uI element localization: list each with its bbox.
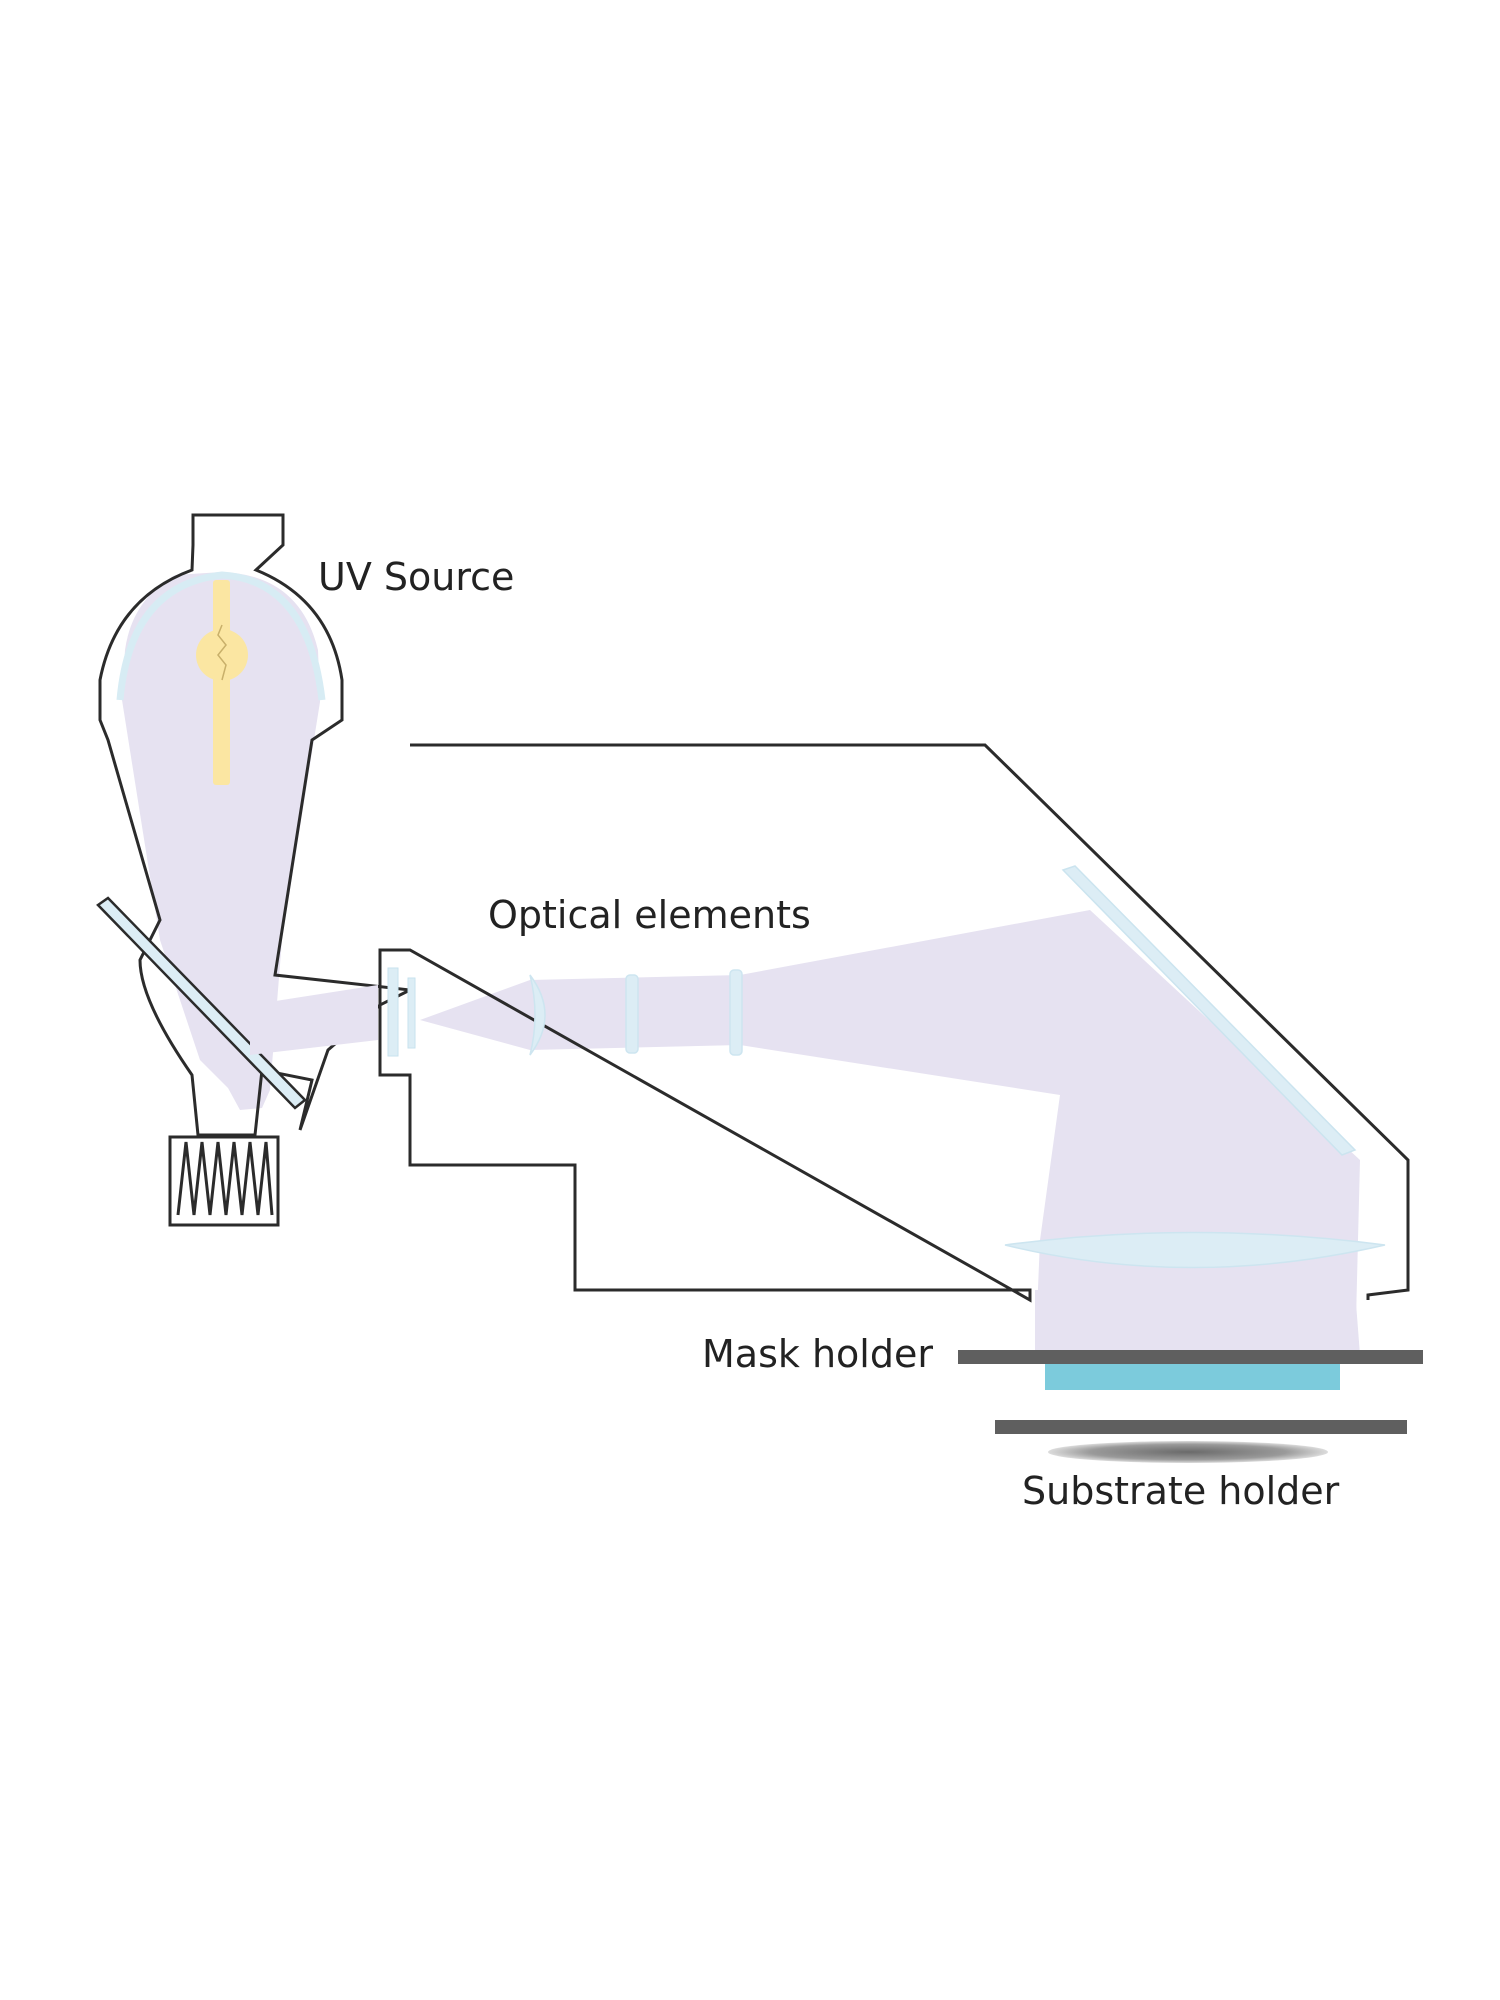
lens-1 bbox=[529, 974, 546, 1056]
entrance-window bbox=[387, 967, 416, 1057]
optics-housing bbox=[378, 743, 1410, 1360]
mask-holder-label: Mask holder bbox=[702, 1332, 933, 1376]
lens-3 bbox=[729, 969, 743, 1056]
mask-holder-bar bbox=[958, 1350, 1423, 1364]
reflector bbox=[116, 571, 326, 701]
substrate-assembly bbox=[995, 1420, 1407, 1463]
lamp-housing-light bbox=[122, 572, 320, 1110]
optical-elements-label: Optical elements bbox=[488, 893, 811, 937]
condenser-lens bbox=[1004, 1231, 1386, 1269]
uv-source-housing bbox=[96, 513, 416, 1227]
optics-housing-outline bbox=[378, 743, 1410, 1303]
substrate-holder-label: Substrate holder bbox=[1022, 1469, 1340, 1513]
lens-2 bbox=[625, 974, 639, 1054]
lamp-filament bbox=[217, 624, 227, 681]
optical-beam bbox=[420, 910, 1090, 1095]
photomask bbox=[1045, 1364, 1340, 1390]
substrate-wafer bbox=[1048, 1441, 1328, 1463]
substrate-holder-bar bbox=[995, 1420, 1407, 1434]
beam-to-mask bbox=[1035, 1290, 1360, 1355]
heat-sink bbox=[168, 1135, 280, 1227]
uv-source-label: UV Source bbox=[318, 555, 514, 599]
lamp-exit-beam bbox=[250, 985, 378, 1055]
mask-assembly bbox=[958, 1350, 1423, 1390]
lamp-bulb bbox=[196, 629, 248, 681]
fold-mirror bbox=[1061, 865, 1357, 1156]
lamp-stem bbox=[213, 580, 230, 785]
fold-mirror-plate bbox=[96, 896, 307, 1110]
lamp-housing-outline bbox=[98, 513, 416, 1137]
